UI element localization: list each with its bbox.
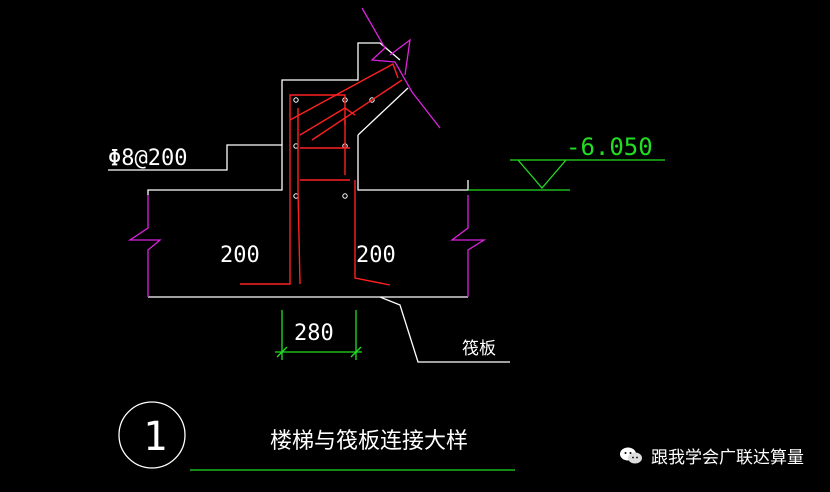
rebar-spec-label: Φ8@200 (108, 146, 187, 171)
watermark-text: 跟我学会广联达算量 (651, 448, 804, 468)
right-anchorage-label: 200 (356, 243, 396, 268)
raft-label: 筏板 (462, 339, 496, 359)
detail-circle (118, 401, 186, 469)
elevation-label: -6.050 (566, 133, 653, 161)
concrete-outline (108, 42, 510, 363)
break-lines (127, 7, 487, 297)
dimension-280 (275, 310, 362, 360)
beam-width-label: 280 (294, 321, 334, 346)
rebar-lines (240, 62, 403, 286)
left-anchorage-label: 200 (220, 243, 260, 268)
detail-title: 楼梯与筏板连接大样 (270, 429, 468, 454)
detail-number: 1 (143, 414, 167, 460)
watermark: 跟我学会广联达算量 (619, 443, 804, 468)
elevation-marker (468, 159, 665, 191)
wechat-icon (620, 447, 642, 463)
